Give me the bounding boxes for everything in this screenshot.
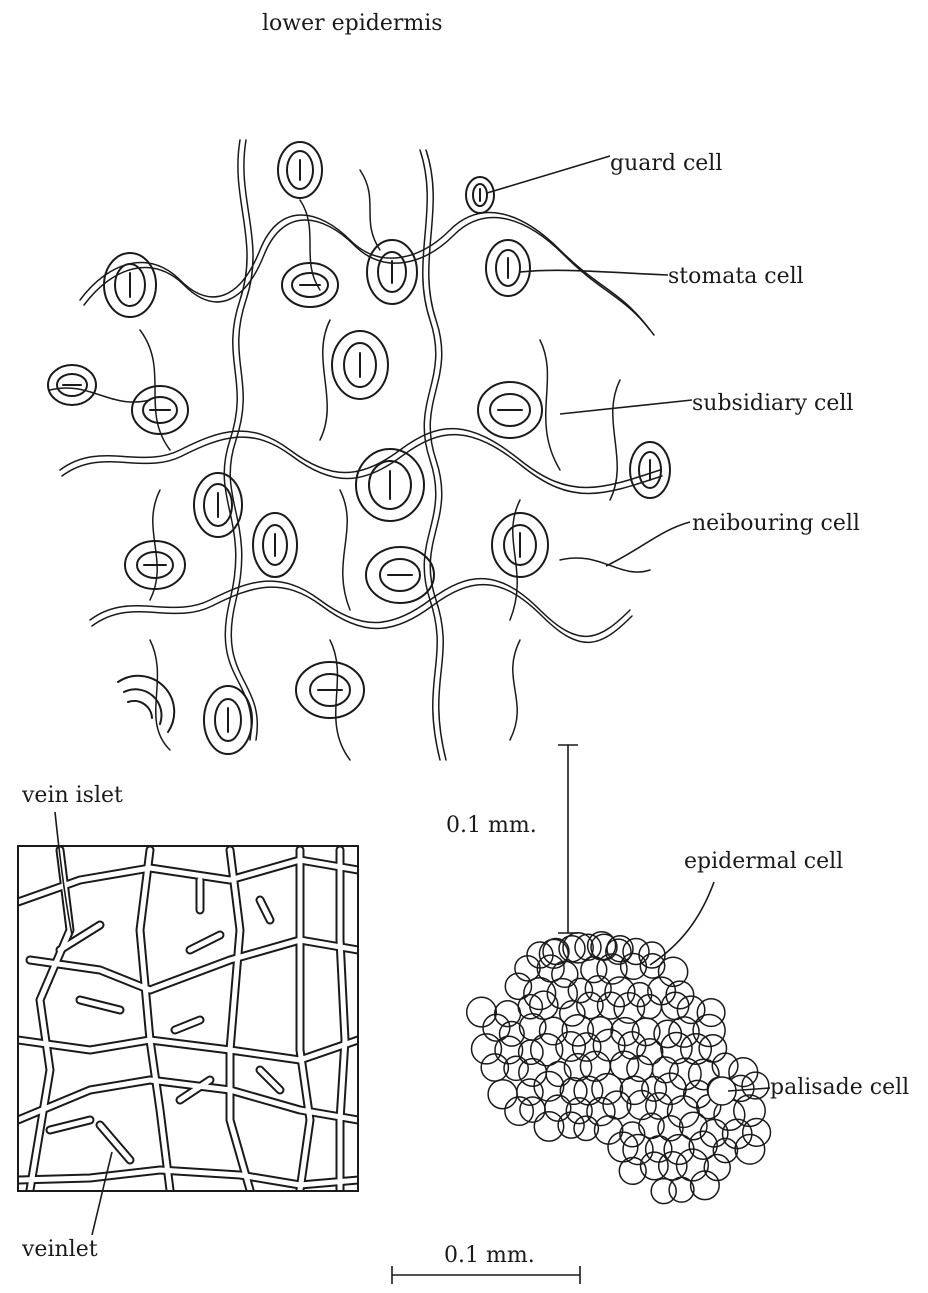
palisade-cell bbox=[734, 1095, 765, 1126]
palisade-cell bbox=[659, 1152, 687, 1180]
label-subsidiary-cell-group: subsidiary cell bbox=[560, 391, 853, 416]
palisade-cell bbox=[568, 978, 592, 1002]
palisade-cell bbox=[662, 992, 689, 1019]
palisade-cell bbox=[743, 1119, 771, 1147]
stoma bbox=[356, 449, 424, 521]
label-epidermal-cell-group: epidermal cell bbox=[650, 849, 843, 965]
palisade-cell bbox=[697, 999, 725, 1027]
label-epidermal-cell: epidermal cell bbox=[684, 849, 843, 874]
palisade-cell bbox=[735, 1135, 765, 1165]
stoma bbox=[204, 686, 252, 754]
stoma bbox=[492, 513, 548, 577]
palisade-cell-cluster bbox=[467, 932, 771, 1204]
label-guard-cell: guard cell bbox=[610, 151, 722, 176]
palisade-cell bbox=[585, 976, 611, 1002]
palisade-cell bbox=[556, 1032, 585, 1061]
palisade-cell bbox=[520, 1014, 546, 1040]
scale-bar-horizontal: 0.1 mm. bbox=[392, 1243, 580, 1284]
stoma bbox=[630, 442, 670, 498]
scale-bar-vertical: 0.1 mm. bbox=[446, 745, 578, 933]
label-neibouring-cell: neibouring cell bbox=[692, 511, 860, 536]
stoma bbox=[278, 142, 322, 198]
stoma bbox=[486, 240, 530, 296]
label-stomata-cell: stomata cell bbox=[668, 264, 804, 289]
epidermal-cell bbox=[623, 939, 649, 965]
label-neibouring-cell-group: neibouring cell bbox=[606, 511, 860, 566]
palisade-cell bbox=[472, 1034, 502, 1064]
diagram-title: lower epidermis bbox=[262, 11, 443, 36]
stoma bbox=[132, 386, 188, 434]
label-veinlet: veinlet bbox=[21, 1237, 98, 1262]
palisade-cell bbox=[488, 1080, 517, 1109]
palisade-cell bbox=[699, 1035, 726, 1062]
label-guard-cell-group: guard cell bbox=[487, 151, 722, 193]
palisade-cell bbox=[467, 997, 497, 1027]
label-stomata-cell-group: stomata cell bbox=[520, 264, 804, 289]
stoma bbox=[366, 547, 434, 603]
label-palisade-cell: palisade cell bbox=[770, 1075, 909, 1100]
stoma bbox=[367, 240, 417, 304]
stoma bbox=[466, 177, 494, 213]
label-vein-islet: vein islet bbox=[21, 783, 123, 808]
scale-bar-horizontal-label: 0.1 mm. bbox=[444, 1243, 535, 1268]
scale-bar-vertical-label: 0.1 mm. bbox=[446, 813, 537, 838]
lower-epidermis-drawing bbox=[48, 140, 670, 760]
stoma bbox=[282, 263, 338, 307]
palisade-cell bbox=[652, 1057, 678, 1083]
stoma bbox=[296, 662, 364, 718]
stoma bbox=[332, 331, 388, 399]
stoma bbox=[478, 382, 542, 438]
stoma bbox=[253, 513, 297, 577]
label-subsidiary-cell: subsidiary cell bbox=[692, 391, 853, 416]
palisade-cell bbox=[723, 1119, 752, 1148]
vein-islet-panel bbox=[18, 846, 358, 1191]
epidermal-cell bbox=[543, 939, 569, 965]
stoma bbox=[118, 676, 174, 732]
stoma bbox=[48, 365, 96, 405]
stoma bbox=[104, 253, 156, 317]
palisade-cell bbox=[546, 1062, 571, 1087]
palisade-cell bbox=[558, 1112, 584, 1138]
palisade-cell bbox=[654, 1020, 681, 1047]
palisade-cell bbox=[534, 1112, 563, 1141]
palisade-cell bbox=[587, 1098, 615, 1126]
palisade-cell bbox=[669, 1177, 694, 1202]
